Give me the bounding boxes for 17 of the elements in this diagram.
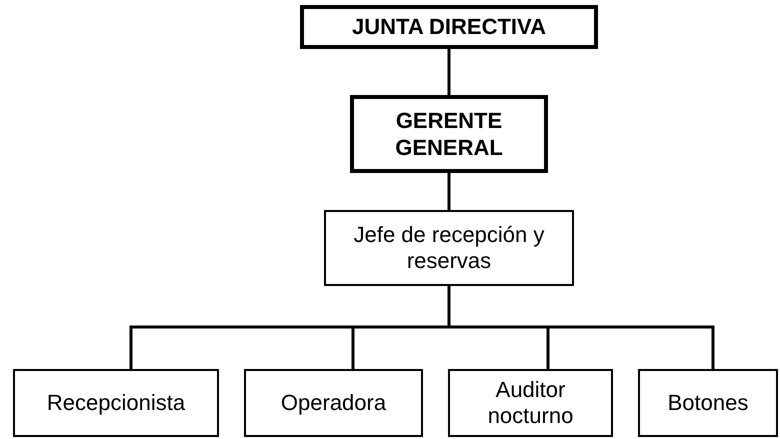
position-box [638, 369, 778, 437]
position-box [13, 369, 219, 437]
board-box [300, 5, 598, 49]
position-title: GERENTE GENERAL [394, 106, 504, 162]
board-box [350, 95, 548, 173]
connector-line [448, 286, 714, 369]
connector-line [448, 49, 450, 95]
position-box [448, 369, 613, 437]
position-title: Operadora [280, 390, 388, 416]
position-title: Recepcionista [46, 390, 186, 416]
position-title: Jefe de recepción y reservas [352, 222, 546, 274]
position-title: Botones [666, 390, 750, 416]
connector-line [448, 173, 450, 210]
position-title: Auditor nocturno [486, 376, 574, 430]
position-box [324, 210, 574, 286]
position-box [244, 369, 423, 437]
position-title: JUNTA DIRECTIVA [351, 13, 547, 41]
